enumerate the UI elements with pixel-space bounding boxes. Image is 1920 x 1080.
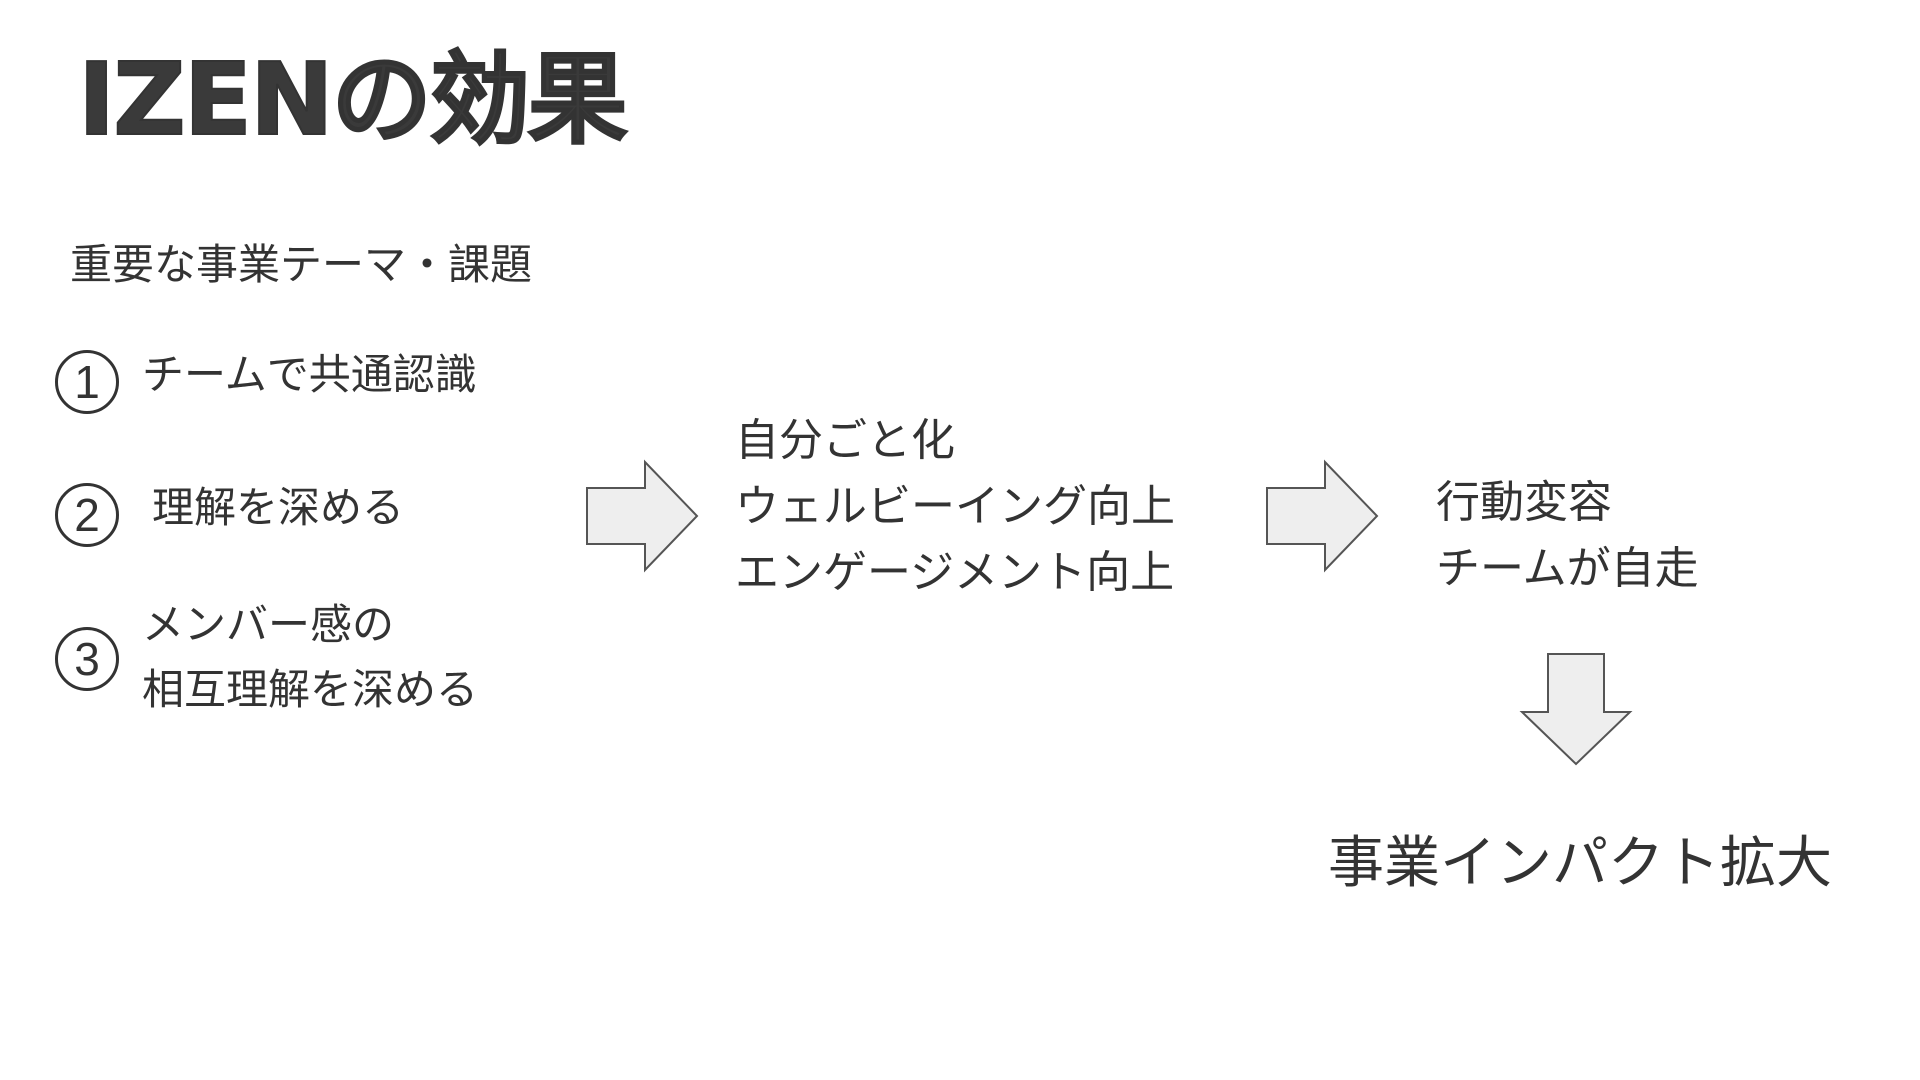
right-line-2: チームが自走 — [1436, 543, 1699, 594]
down-arrow-icon — [1519, 653, 1633, 766]
circled-number-3: 3 — [55, 627, 119, 691]
item-3-line-2: 相互理解を深める — [142, 665, 479, 715]
right-arrow-icon — [1266, 459, 1379, 573]
item-3-text: メンバー感の 相互理解を深める — [142, 592, 478, 722]
right-line-1: 行動変容 — [1436, 477, 1612, 528]
section-subtitle: 重要な事業テーマ・課題 — [70, 240, 533, 289]
right-effects: 行動変容 チームが自走 — [1436, 470, 1699, 602]
slide-title: IZENの効果 — [77, 41, 629, 158]
middle-line-3: エンゲージメント向上 — [735, 547, 1175, 598]
business-impact-text: 事業インパクト拡大 — [1328, 831, 1832, 896]
circled-number-2: 2 — [55, 483, 119, 547]
item-2-text: 理解を深める — [152, 483, 405, 532]
middle-line-2: ウェルビーイング向上 — [735, 481, 1175, 532]
right-arrow-icon — [586, 459, 699, 573]
middle-effects: 自分ごと化 ウェルビーイング向上 エンゲージメント向上 — [735, 408, 1175, 606]
item-1-text: チームで共通認識 — [142, 350, 477, 399]
middle-line-1: 自分ごと化 — [735, 415, 955, 466]
item-3-line-1: メンバー感の — [142, 600, 395, 649]
circled-number-1: 1 — [55, 350, 119, 414]
